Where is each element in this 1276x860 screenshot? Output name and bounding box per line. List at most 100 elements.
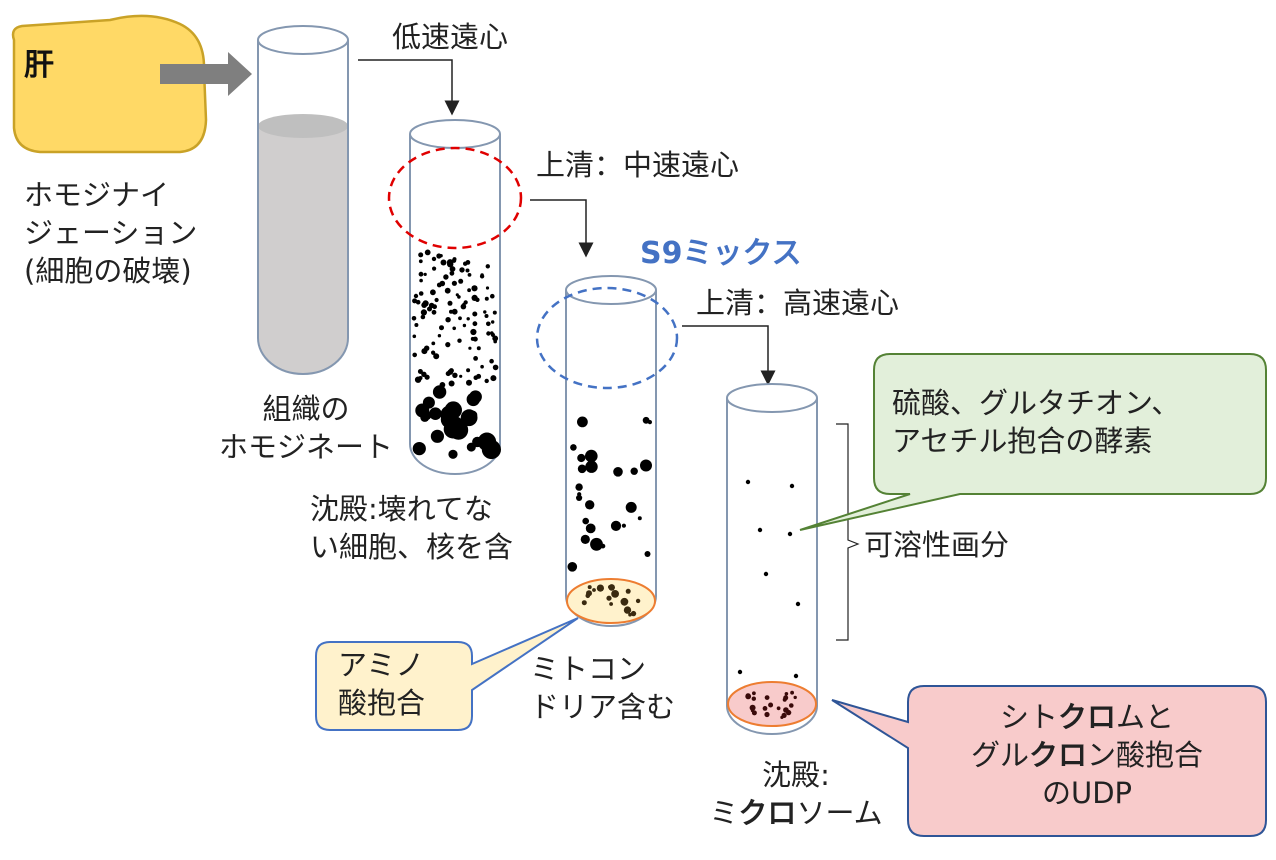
particle	[745, 479, 751, 485]
particle	[459, 267, 465, 273]
homogenization-label: ホモジナイ ジェーション (細胞の破壊)	[24, 176, 197, 290]
particle	[613, 467, 623, 477]
particle	[431, 309, 437, 315]
cytochrome-line-2: グルクロン酸抱合	[970, 738, 1204, 772]
cytochrome-line-3: のUDP	[1041, 776, 1133, 810]
particle	[473, 375, 479, 381]
particle	[414, 323, 419, 327]
sediment-nuclei-line-2: い細胞、核を含	[310, 530, 514, 564]
particle	[492, 335, 499, 342]
particle	[430, 429, 444, 443]
particle	[477, 432, 497, 451]
cytochrome-callout-text: シトクロムと グルクロン酸抱合 のUDP	[908, 698, 1266, 812]
particle	[486, 331, 491, 336]
particle	[455, 293, 459, 297]
particle	[776, 706, 781, 711]
particle	[576, 494, 583, 501]
particle	[433, 353, 440, 360]
mitochondria-line-1: ミトコン	[530, 652, 647, 686]
particle	[580, 534, 590, 545]
s9-mix-label: S9ミックス	[640, 236, 802, 271]
tissue-homogenate-line-1: 組織の	[262, 392, 350, 426]
particles-tube4	[737, 479, 801, 720]
particle	[434, 297, 439, 303]
particle	[479, 274, 485, 279]
process-arrow	[160, 52, 252, 96]
sediment-nuclei-label: 沈殿:壊れてな い細胞、核を含	[310, 490, 513, 566]
arrow-medium-speed	[530, 199, 594, 258]
particle	[737, 669, 743, 675]
soluble-enzymes-callout-text: 硫酸、グルタチオン、 アセチル抱合の酵素	[892, 384, 1180, 460]
particle	[413, 293, 419, 299]
particle	[412, 352, 418, 358]
particle	[463, 261, 468, 266]
particle	[448, 380, 455, 387]
particle	[437, 334, 442, 338]
particle	[492, 364, 499, 371]
particle	[577, 453, 586, 463]
particles-tube3	[567, 416, 653, 617]
particle	[585, 500, 595, 510]
medium-speed-label: 上清：中速遠心	[536, 148, 740, 182]
particle	[446, 259, 454, 266]
particle	[581, 600, 587, 606]
particle	[449, 266, 456, 272]
liver-label: 肝	[24, 48, 54, 83]
particle	[490, 375, 497, 382]
particle	[423, 272, 427, 276]
particle	[763, 571, 769, 577]
particle	[466, 379, 472, 386]
particle	[439, 254, 443, 258]
low-speed-label: 低速遠心	[392, 20, 509, 54]
homogenization-line-1: ホモジナイ	[24, 178, 170, 212]
particle	[452, 372, 458, 378]
particle	[592, 588, 596, 592]
particle	[585, 523, 596, 534]
particle	[445, 317, 451, 323]
particle	[489, 358, 494, 364]
particle	[480, 364, 484, 369]
particle	[467, 273, 472, 277]
particle	[782, 697, 787, 702]
tube-supernatant-2	[565, 275, 657, 627]
dashed-selection-red	[387, 146, 523, 250]
particle	[585, 460, 598, 473]
particle	[609, 602, 613, 606]
particle	[447, 300, 453, 306]
amino-acid-callout-box	[315, 617, 579, 731]
amino-acid-line-2: 酸抱合	[338, 686, 426, 720]
homogenization-line-2: ジェーション	[24, 216, 198, 250]
particle	[440, 410, 459, 429]
particle	[764, 711, 770, 718]
particle	[606, 595, 612, 601]
arrow-low-speed	[358, 59, 460, 116]
soluble-enzymes-line-1: 硫酸、グルタチオン、	[892, 386, 1181, 420]
particle	[793, 695, 797, 700]
particle	[789, 703, 794, 708]
particle	[473, 356, 478, 361]
particle	[449, 309, 453, 314]
microsome-line-2: ミクロソーム	[709, 796, 883, 830]
particle	[468, 410, 478, 420]
liver-shape	[11, 14, 208, 154]
arrow-high-speed	[682, 325, 776, 386]
particle	[422, 396, 435, 409]
particle	[420, 309, 427, 316]
particles-tube2	[411, 249, 501, 460]
particle	[484, 314, 489, 318]
particle	[762, 706, 768, 711]
particle	[451, 280, 457, 286]
tube-homogenate	[257, 25, 349, 375]
particle	[486, 321, 491, 327]
soluble-enzymes-line-2: アセチル抱合の酵素	[892, 424, 1153, 458]
particle	[784, 692, 789, 696]
particle	[575, 483, 583, 491]
particle	[483, 310, 487, 314]
particle	[418, 259, 423, 264]
particle	[411, 316, 417, 321]
particle	[625, 501, 637, 513]
particle	[466, 442, 476, 452]
particle	[621, 601, 625, 605]
particle	[642, 416, 650, 424]
